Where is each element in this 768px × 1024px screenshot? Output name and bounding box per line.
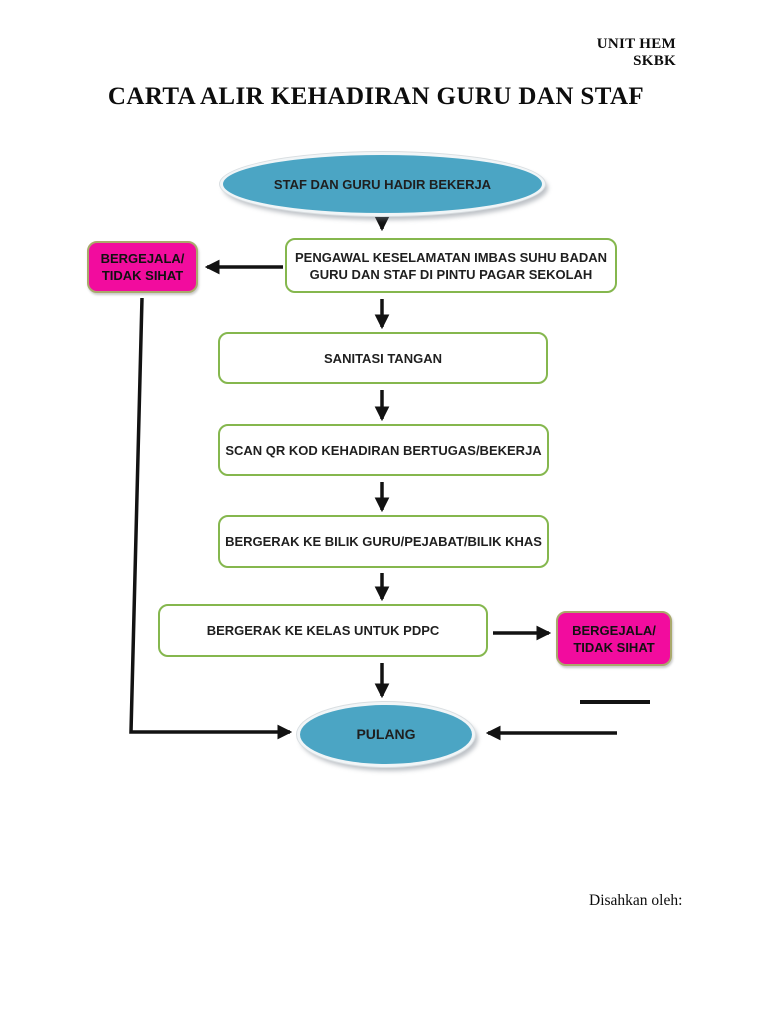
- flow-node-sanitasi: SANITASI TANGAN: [218, 332, 548, 384]
- flow-node-bilik-guru-label: BERGERAK KE BILIK GURU/PEJABAT/BILIK KHA…: [225, 534, 542, 549]
- flow-node-imbas-suhu: PENGAWAL KESELAMATAN IMBAS SUHU BADAN GU…: [285, 238, 617, 293]
- flow-node-pulang-label: PULANG: [356, 726, 416, 742]
- page-title: CARTA ALIR KEHADIRAN GURU DAN STAF: [107, 83, 645, 110]
- flow-node-pulang: PULANG: [297, 702, 475, 767]
- flow-node-kelas-pdpc: BERGERAK KE KELAS UNTUK PDPC: [158, 604, 488, 657]
- approval-label: Disahkan oleh:: [589, 892, 683, 909]
- flow-node-bergejala-kanan: BERGEJALA/ TIDAK SIHAT: [556, 611, 672, 666]
- flow-node-imbas-suhu-label: PENGAWAL KESELAMATAN IMBAS SUHU BADAN GU…: [294, 249, 607, 282]
- flow-node-scan-qr: SCAN QR KOD KEHADIRAN BERTUGAS/BEKERJA: [218, 424, 549, 476]
- unit-header-line1: UNIT HEM: [596, 36, 676, 52]
- flow-node-start-label: STAF DAN GURU HADIR BEKERJA: [273, 176, 492, 192]
- flow-node-bergejala-kiri-label: BERGEJALA/ TIDAK SIHAT: [100, 251, 185, 283]
- flow-node-bergejala-kanan-label: BERGEJALA/ TIDAK SIHAT: [572, 622, 656, 655]
- flow-node-bergejala-kiri: BERGEJALA/ TIDAK SIHAT: [87, 241, 198, 293]
- flow-node-start: STAF DAN GURU HADIR BEKERJA: [220, 152, 545, 216]
- unit-header-line2: SKBK: [633, 53, 676, 69]
- flow-node-scan-qr-label: SCAN QR KOD KEHADIRAN BERTUGAS/BEKERJA: [225, 442, 542, 458]
- flow-node-kelas-pdpc-label: BERGERAK KE KELAS UNTUK PDPC: [206, 623, 440, 638]
- flow-node-bilik-guru: BERGERAK KE BILIK GURU/PEJABAT/BILIK KHA…: [218, 515, 549, 568]
- unit-header: UNIT HEM SKBK: [597, 36, 676, 70]
- flow-node-sanitasi-label: SANITASI TANGAN: [324, 350, 442, 366]
